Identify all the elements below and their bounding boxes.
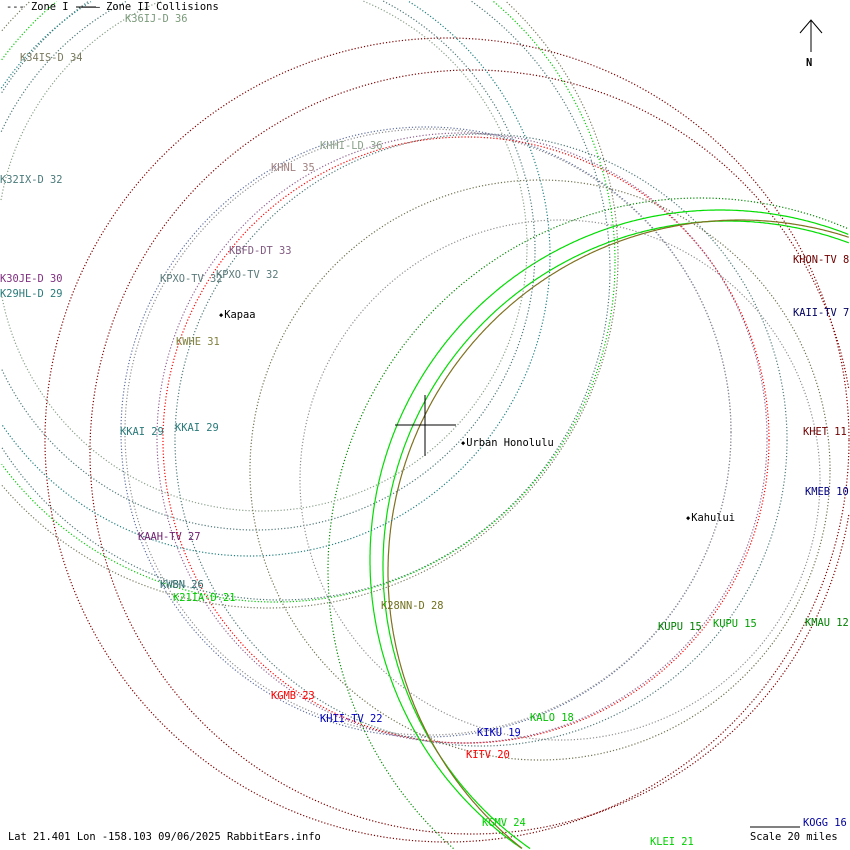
map-footer-info: Lat 21.401 Lon -158.103 09/06/2025 Rabbi… — [8, 831, 321, 843]
zone-i-contour — [1, 0, 611, 601]
station-label[interactable]: KOGG 16 — [803, 817, 847, 829]
station-label[interactable]: K32IX-D 32 — [0, 174, 63, 186]
station-label[interactable]: K29HL-D 29 — [0, 288, 63, 300]
zone-i-contour — [0, 1, 551, 557]
crosshair-icon — [395, 395, 456, 456]
station-label[interactable]: KAAH-TV 27 — [138, 531, 201, 543]
zone-i-contour — [156, 132, 768, 744]
map-legend: --- Zone I ——— Zone II Collisions — [6, 1, 219, 13]
station-label[interactable]: KKAI 29 — [175, 422, 219, 434]
zone-i-contour — [327, 197, 849, 850]
zone-i-contour — [162, 136, 770, 744]
station-label[interactable]: KWHE 31 — [176, 336, 220, 348]
station-label[interactable]: KALO 18 — [530, 712, 574, 724]
station-label[interactable]: KAII-TV 7 — [793, 307, 850, 319]
zone-i-contour — [1, 1, 616, 603]
station-label[interactable]: K30JE-D 30 — [0, 273, 63, 285]
station-label[interactable]: KHII-TV 22 — [320, 713, 383, 725]
zone-ii-contour — [369, 209, 849, 849]
zone-i-contour — [1, 1, 619, 609]
scale-label: Scale 20 miles — [750, 831, 838, 843]
station-label[interactable]: KHON-TV 8 — [793, 254, 850, 266]
station-label[interactable]: K36IJ-D 36 — [125, 13, 188, 25]
station-label[interactable]: KMEB 10 — [805, 486, 849, 498]
city-marker: Urban Honolulu — [461, 437, 554, 450]
zone-i-contour — [124, 128, 732, 736]
station-label[interactable]: KPXO-TV 32 — [160, 273, 223, 285]
zone-ii-contour — [387, 219, 849, 849]
station-label[interactable]: KPXO-TV 32 — [216, 269, 279, 281]
station-label[interactable]: KHET 11 — [803, 426, 847, 438]
zone-i-contour — [249, 179, 831, 761]
station-label[interactable]: KITV 20 — [466, 749, 510, 761]
station-label[interactable]: KUPU 15 — [713, 618, 757, 630]
station-label[interactable]: K28NN-D 28 — [381, 600, 444, 612]
station-label[interactable]: KGMV 24 — [482, 817, 526, 829]
station-label[interactable]: KWBN 26 — [160, 579, 204, 591]
station-label[interactable]: KKAI 29 — [120, 426, 164, 438]
station-label[interactable]: KUPU 15 — [658, 621, 702, 633]
station-label[interactable]: KIKU 19 — [477, 727, 521, 739]
north-label: N — [806, 57, 813, 69]
zone-i-contour — [120, 126, 732, 738]
city-marker: Kapaa — [219, 309, 255, 322]
north-arrow-icon — [799, 19, 823, 52]
station-label[interactable]: KHHI-LD 36 — [320, 140, 383, 152]
city-marker: Kahului — [686, 512, 735, 525]
station-label[interactable]: KGMB 23 — [271, 690, 315, 702]
zone-i-contour — [174, 133, 788, 747]
zone-i-contour — [89, 69, 850, 835]
station-label[interactable]: KMAU 12 — [805, 617, 849, 629]
zone-i-contour — [0, 0, 528, 512]
zone-i-contour — [299, 219, 821, 741]
station-label[interactable]: KHNL 35 — [271, 162, 315, 174]
station-label[interactable]: K21IA-D 21 — [173, 592, 236, 604]
zone-i-contour — [44, 37, 850, 843]
zone-i-contour — [0, 0, 536, 531]
station-label[interactable]: KLEI 21 — [650, 836, 694, 848]
station-label[interactable]: KBFD-DT 33 — [229, 245, 292, 257]
station-label[interactable]: K34IS-D 34 — [20, 52, 83, 64]
zone-ii-contour — [382, 220, 850, 850]
